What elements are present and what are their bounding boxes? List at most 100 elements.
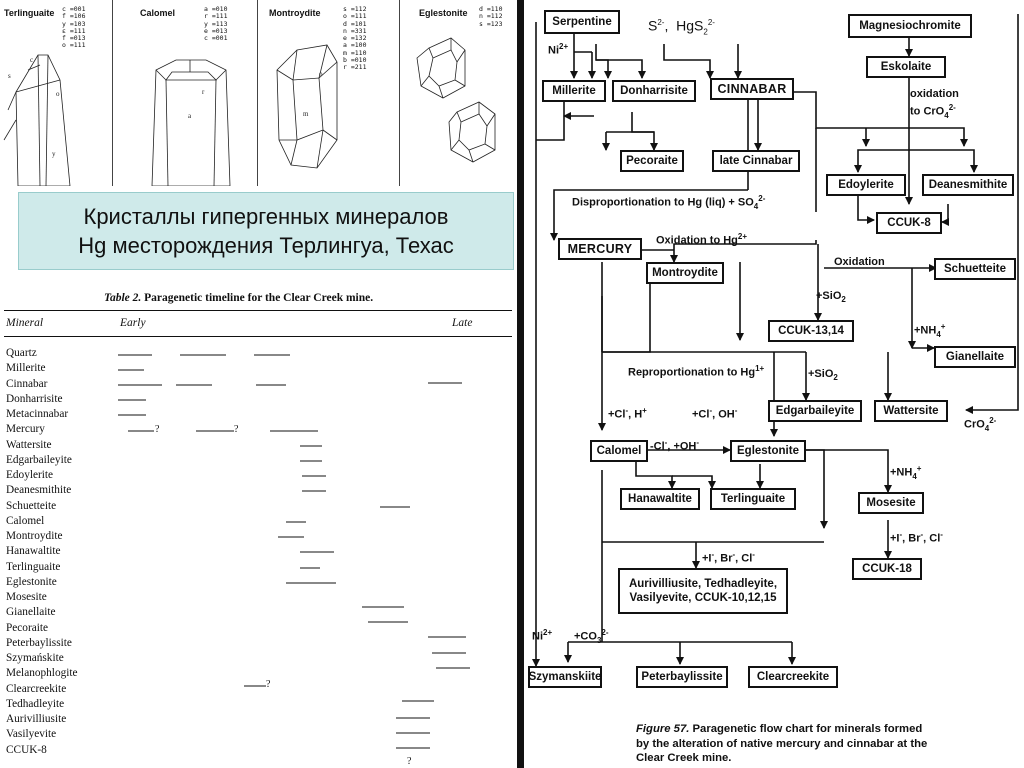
box-gianellaite: Gianellaite bbox=[934, 346, 1016, 368]
montroydite-drawing bbox=[276, 44, 338, 169]
mineral-row: Montroydite bbox=[6, 530, 63, 542]
crystal-forms: s =112 o =111 d =101 n =331 e =132 a =10… bbox=[343, 5, 367, 72]
mineral-row: Szymańskite bbox=[6, 652, 64, 664]
mineral-row: Peterbaylissite bbox=[6, 636, 72, 649]
label-oxidation-hg2: Oxidation to Hg2+ bbox=[656, 232, 748, 247]
box-peterbaylissite: Peterbaylissite bbox=[636, 666, 728, 688]
mineral-row: Clearcreekite bbox=[6, 682, 67, 695]
box-serpentine: Serpentine bbox=[544, 10, 620, 34]
crystal-forms: c =001 f =106 y =103 ε =111 f =013 o =11… bbox=[62, 5, 86, 50]
box-pecoraite: Pecoraite bbox=[620, 150, 684, 172]
flow-arrows bbox=[532, 14, 1019, 667]
label-sio2-b: +SiO2 bbox=[808, 368, 838, 383]
label-cl-oh: +Cl-, OH- bbox=[692, 406, 738, 421]
mineral-row: Gianellaite bbox=[6, 606, 56, 619]
face-label: o bbox=[56, 90, 60, 98]
mineral-row: Metacinnabar bbox=[6, 408, 69, 420]
box-mosesite: Mosesite bbox=[858, 492, 924, 514]
mineral-row: Mosesite bbox=[6, 591, 47, 603]
crystal-panel-montroydite: Montroydite s =112 o =111 d =101 n =331 … bbox=[257, 0, 400, 186]
figure-caption-text: Paragenetic flow chart for minerals form… bbox=[636, 723, 928, 764]
label-cro4: CrO42- bbox=[964, 416, 997, 433]
box-calomel: Calomel bbox=[590, 440, 648, 462]
calomel-drawing bbox=[151, 59, 231, 186]
box-aurivilliusite-group: Aurivilliusite, Tedhadleyite, Vasilyevit… bbox=[618, 568, 788, 614]
mineral-row: Aurivilliusite bbox=[6, 713, 67, 725]
crystal-name: Eglestonite bbox=[419, 8, 468, 18]
column-header-mineral: Mineral bbox=[6, 317, 44, 329]
table-rule-header bbox=[4, 336, 512, 337]
mineral-row: Tedhadleyite bbox=[6, 697, 65, 710]
face-label: r bbox=[202, 88, 205, 96]
label-reproportionation: Reproportionation to Hg1+ bbox=[628, 364, 765, 379]
box-millerite: Millerite bbox=[542, 80, 606, 102]
label-disproportionation: Disproportionation to Hg (liq) + SO42- bbox=[572, 194, 766, 211]
table-caption-prefix: Table 2. bbox=[104, 292, 142, 304]
label-co3: +CO32- bbox=[574, 628, 609, 645]
box-edoylerite: Edoylerite bbox=[826, 174, 906, 196]
crystal-panel-calomel: Calomel a =010 r =111 y =113 e =013 c =0… bbox=[112, 0, 258, 186]
table-caption-text: Paragenetic timeline for the Clear Creek… bbox=[144, 292, 374, 304]
label-i-br-cl-b: +I-, Br-, Cl- bbox=[702, 550, 755, 565]
uncertain-mark: ? bbox=[234, 424, 239, 435]
mineral-row: Millerite bbox=[6, 362, 46, 375]
uncertain-mark: ? bbox=[407, 756, 412, 767]
face-label: a bbox=[188, 112, 192, 120]
mineral-row: Calomel bbox=[6, 514, 45, 527]
box-hanawaltite: Hanawaltite bbox=[620, 488, 700, 510]
column-header-early: Early bbox=[120, 317, 146, 329]
box-szymanskiite: Szymanskiite bbox=[528, 666, 602, 688]
label-i-br-cl: +I-, Br-, Cl- bbox=[890, 530, 943, 545]
crystal-panel-terlinguaite: Terlinguaite c =001 f =106 y =103 ε =111… bbox=[0, 0, 113, 186]
box-terlinguaite: Terlinguaite bbox=[710, 488, 796, 510]
table-rule-top bbox=[4, 310, 512, 311]
slide-title: Кристаллы гипергенных минералов Hg место… bbox=[18, 192, 514, 270]
figure-caption: Figure 57. Paragenetic flow chart for mi… bbox=[636, 722, 936, 766]
crystal-forms: a =010 r =111 y =113 e =013 c =001 bbox=[204, 5, 228, 43]
mineral-row: Deanesmithite bbox=[6, 484, 72, 497]
label-nh4: +NH4+ bbox=[914, 322, 946, 339]
crystal-name: Terlinguaite bbox=[4, 8, 55, 18]
mineral-row: Cinnabar bbox=[6, 377, 48, 390]
box-clearcreekite: Clearcreekite bbox=[748, 666, 838, 688]
terlinguaite-drawing bbox=[3, 54, 71, 186]
label-cl-h: +Cl-, H+ bbox=[608, 406, 647, 421]
box-mercury: MERCURY bbox=[558, 238, 642, 260]
crystal-name: Montroydite bbox=[269, 8, 321, 18]
mineral-row: Schuetteite bbox=[6, 499, 57, 512]
eglestonite-drawing bbox=[416, 37, 496, 163]
face-label: o bbox=[319, 70, 323, 78]
slide-title-line-1: Кристаллы гипергенных минералов bbox=[83, 204, 449, 229]
box-montroydite: Montroydite bbox=[646, 262, 724, 284]
mineral-row: Edgarbaileyite bbox=[6, 453, 72, 466]
mineral-row: CCUK-8 bbox=[6, 743, 47, 756]
label-oxidation-to-cro4: oxidation to CrO42- bbox=[910, 88, 959, 120]
label-sio2: +SiO2 bbox=[816, 290, 846, 305]
box-deanesmithite: Deanesmithite bbox=[922, 174, 1014, 196]
mineral-row: Pecoraite bbox=[6, 621, 49, 634]
mineral-row: Wattersite bbox=[6, 438, 52, 451]
face-label: m bbox=[303, 110, 309, 118]
box-cinnabar: CINNABAR bbox=[710, 78, 794, 100]
figure-caption-prefix: Figure 57. bbox=[636, 723, 690, 735]
column-header-late: Late bbox=[452, 317, 473, 329]
mineral-row: Quartz bbox=[6, 347, 37, 359]
crystal-drawings: Terlinguaite c =001 f =106 y =103 ε =111… bbox=[0, 0, 520, 186]
box-schuetteite: Schuetteite bbox=[934, 258, 1016, 280]
crystal-forms: d =110 n =112 s =123 bbox=[479, 5, 503, 28]
label-s2-hgs2: S2-, HgS22- bbox=[648, 17, 715, 37]
mineral-row: Donharrisite bbox=[6, 392, 63, 405]
box-edgarbaileyite: Edgarbaileyite bbox=[768, 400, 862, 422]
slide-title-line-2: Hg месторождения Терлингуа, Техас bbox=[78, 233, 454, 258]
mineral-row: Eglestonite bbox=[6, 575, 57, 588]
uncertain-mark: ? bbox=[266, 679, 271, 690]
label-oxidation: Oxidation bbox=[834, 256, 885, 268]
mineral-row: Mercury bbox=[6, 423, 45, 436]
face-label: s bbox=[8, 72, 11, 80]
label-ni2: Ni2+ bbox=[548, 42, 569, 57]
crystal-panel-eglestonite: Eglestonite d =110 n =112 s =123 bbox=[399, 0, 520, 186]
box-donharrisite: Donharrisite bbox=[612, 80, 696, 102]
mineral-row: Melanophlogite bbox=[6, 667, 78, 680]
face-label: c bbox=[30, 56, 34, 64]
